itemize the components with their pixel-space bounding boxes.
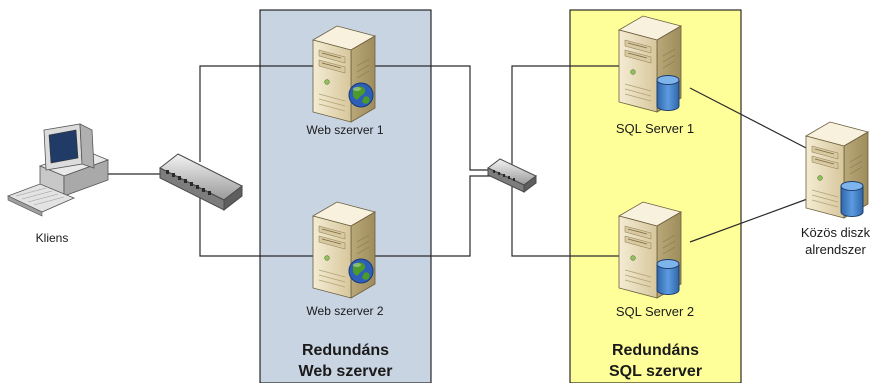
web-server-2-label: Web szerver 2	[306, 304, 384, 318]
shared-storage-label-line1: Közös diszk	[800, 225, 871, 240]
sql-zone-title-line1: Redundáns	[611, 342, 700, 359]
sql-server-2-label: SQL Server 2	[615, 304, 695, 319]
sql2-storage-link	[689, 197, 811, 243]
network-switch-2	[487, 158, 537, 193]
shared-storage-label-line2: alrendszer	[805, 242, 866, 257]
network-switch-1	[159, 153, 243, 212]
connection-lines	[100, 65, 811, 257]
sql1-storage-link	[689, 87, 811, 151]
globe-icon	[348, 82, 374, 108]
database-disk-icon	[840, 181, 864, 217]
web2-switch2-link	[375, 175, 490, 257]
sql-server-1-label: SQL Server 1	[615, 121, 695, 136]
switch-web1-link	[199, 65, 313, 162]
client-computer	[6, 123, 110, 217]
client-label: Kliens	[35, 231, 69, 245]
database-disk-icon	[656, 259, 680, 295]
switch2-sql1-link	[511, 65, 619, 168]
web-server-2	[312, 201, 376, 299]
switch-web2-link	[199, 195, 313, 257]
web1-switch2-link	[375, 65, 490, 171]
web-server-1-label: Web szerver 1	[306, 123, 384, 137]
web-zone-title-line2: Web szerver	[298, 363, 393, 380]
sql-zone-title-line2: SQL szerver	[608, 363, 703, 380]
switch2-sql2-link	[511, 184, 619, 257]
web-server-1	[312, 25, 376, 123]
database-disk-icon	[656, 75, 680, 111]
globe-icon	[348, 258, 374, 284]
web-zone-title-line1: Redundáns	[301, 342, 390, 359]
